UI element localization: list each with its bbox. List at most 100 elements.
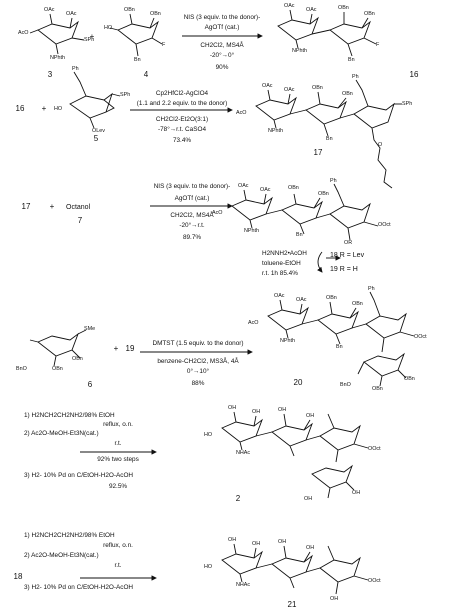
structure-18 — [231, 183, 379, 241]
group-ooct: OOct — [368, 578, 381, 584]
group-oac: OAc — [238, 183, 249, 189]
group-oh: OH — [228, 405, 237, 411]
group-sph: SPh — [120, 92, 131, 98]
group-oh: OH — [252, 409, 261, 415]
group-nphth: NPhth — [280, 338, 295, 344]
plus-2: + — [41, 104, 47, 113]
structure-6 — [29, 329, 87, 367]
deprotection-reagent: H2NNH2•AcOH — [262, 250, 307, 257]
group-obn: OBn — [312, 85, 323, 91]
step4-temperature: 0°→10° — [186, 368, 210, 375]
group-obn: OBn — [288, 185, 299, 191]
group-ph: Ph — [352, 74, 359, 80]
step6-line3: 2) Ac2O-MeOH-Et3N(cat.) — [24, 552, 99, 559]
group-aco: AcO — [248, 320, 259, 326]
group-bn: Bn — [336, 344, 343, 350]
group-f: F — [162, 42, 166, 48]
compound-19-tag: 19 — [330, 266, 338, 273]
group-ho: HO — [104, 25, 113, 31]
group-sme: SMe — [84, 326, 96, 332]
compound-19-label: 19 — [125, 344, 135, 353]
deprotection-conditions: r.t. 1h 85.4% — [262, 270, 298, 277]
deprotection-solvent: toluene-EtOH — [262, 260, 301, 267]
group-ph: Ph — [72, 66, 79, 72]
step2-temperature: -78°→r.t. CaSO4 — [157, 126, 207, 133]
group-nphth: NPhth — [50, 55, 65, 61]
group-obn: OBn — [326, 295, 337, 301]
group-ph: Ph — [330, 178, 337, 184]
compound-18-label: 18 — [13, 572, 23, 581]
group-bno: BnO — [16, 366, 27, 372]
group-oac: OAc — [262, 83, 273, 89]
step3-reagent: NIS (3 equiv. to the donor)- — [153, 183, 231, 190]
group-oh: OH — [278, 539, 287, 545]
group-ooct: OOct — [414, 334, 427, 340]
structure-16 — [277, 9, 377, 57]
group-aco: AcO — [212, 210, 223, 216]
step3-reagent-2: AgOTf (cat.) — [174, 195, 210, 202]
group-oac: OAc — [66, 11, 77, 17]
group-bn: Bn — [326, 136, 333, 142]
plus-1: + — [89, 32, 95, 41]
r-h: R = H — [339, 266, 358, 273]
group-ooct: OOct — [368, 446, 381, 452]
group-sph: SPh — [84, 37, 95, 43]
r-lev: R = Lev — [339, 252, 365, 259]
group-obn: OBn — [150, 11, 161, 17]
group-oac: OAc — [296, 297, 307, 303]
group-sph: SPh — [402, 101, 413, 107]
compound-5: 5 — [93, 134, 99, 143]
group-ph: Ph — [368, 286, 375, 292]
group-oac: OAc — [274, 293, 285, 299]
group-bn: Bn — [296, 232, 303, 238]
group-obn: OBn — [124, 7, 135, 13]
step4-yield: 88% — [191, 380, 205, 387]
group-bn: Bn — [134, 57, 141, 63]
step6-line4: r.t. — [114, 562, 122, 569]
step5-line4: r.t. — [114, 440, 122, 447]
group-olev: OLev — [92, 128, 105, 134]
group-oh: OH — [278, 407, 287, 413]
structure-4 — [109, 13, 163, 57]
group-nhac: NHAc — [236, 450, 251, 456]
group-obn: OBn — [342, 91, 353, 97]
group-obn: OBn — [364, 11, 375, 17]
step2-reagent-2: (1.1 and 2.2 equiv. to the donor) — [136, 100, 228, 107]
group-oac: OAc — [306, 7, 317, 13]
step5-yield: 92% two steps — [97, 456, 139, 463]
step5-yield-2: 92.5% — [108, 483, 128, 490]
step5-line3: 2) Ac2O-MeOH-Et3N(cat.) — [24, 430, 99, 437]
r-group-18: 18 R = Lev — [330, 252, 364, 259]
group-ho: HO — [204, 432, 213, 438]
compound-20: 20 — [293, 378, 303, 387]
plus-4: + — [113, 344, 119, 353]
step1-reagent: NIS (3 equiv. to the donor)- — [183, 14, 261, 21]
compound-7: 7 — [77, 216, 83, 225]
group-oac: OAc — [284, 87, 295, 93]
group-nhac: NHAc — [236, 582, 251, 588]
structure-20 — [267, 291, 415, 387]
group-oh: OH — [228, 537, 237, 543]
step4-solvent: benzene-CH2Cl2, MS3Å, 4Å — [157, 358, 239, 365]
compound-17-label: 17 — [21, 202, 31, 211]
group-obn: OBn — [338, 5, 349, 11]
group-or: OR — [344, 240, 353, 246]
step2-solvent: CH2Cl2-Et2O(3:1) — [155, 116, 209, 123]
compound-2: 2 — [235, 494, 241, 503]
compound-16: 16 — [409, 70, 419, 79]
group-o: O — [378, 142, 383, 148]
group-nphth: NPhth — [292, 48, 307, 54]
step6-line1: 1) H2NCH2CH2NH2/98% EtOH — [24, 532, 115, 539]
group-aco: AcO — [236, 110, 247, 116]
group-f: F — [376, 42, 380, 48]
group-ooct: OOct — [378, 222, 391, 228]
group-obn: OBn — [404, 376, 415, 382]
step6-line5: 3) H2- 10% Pd on C/EtOH-H2O-AcOH — [24, 584, 134, 591]
group-oh: OH — [306, 545, 315, 551]
compound-17: 17 — [313, 148, 323, 157]
step4-reagent: DMTST (1.5 equiv. to the donor) — [152, 340, 244, 347]
compound-3: 3 — [47, 70, 53, 79]
group-oh: OH — [304, 496, 313, 502]
step3-temperature: -20°→r.t. — [179, 222, 205, 229]
